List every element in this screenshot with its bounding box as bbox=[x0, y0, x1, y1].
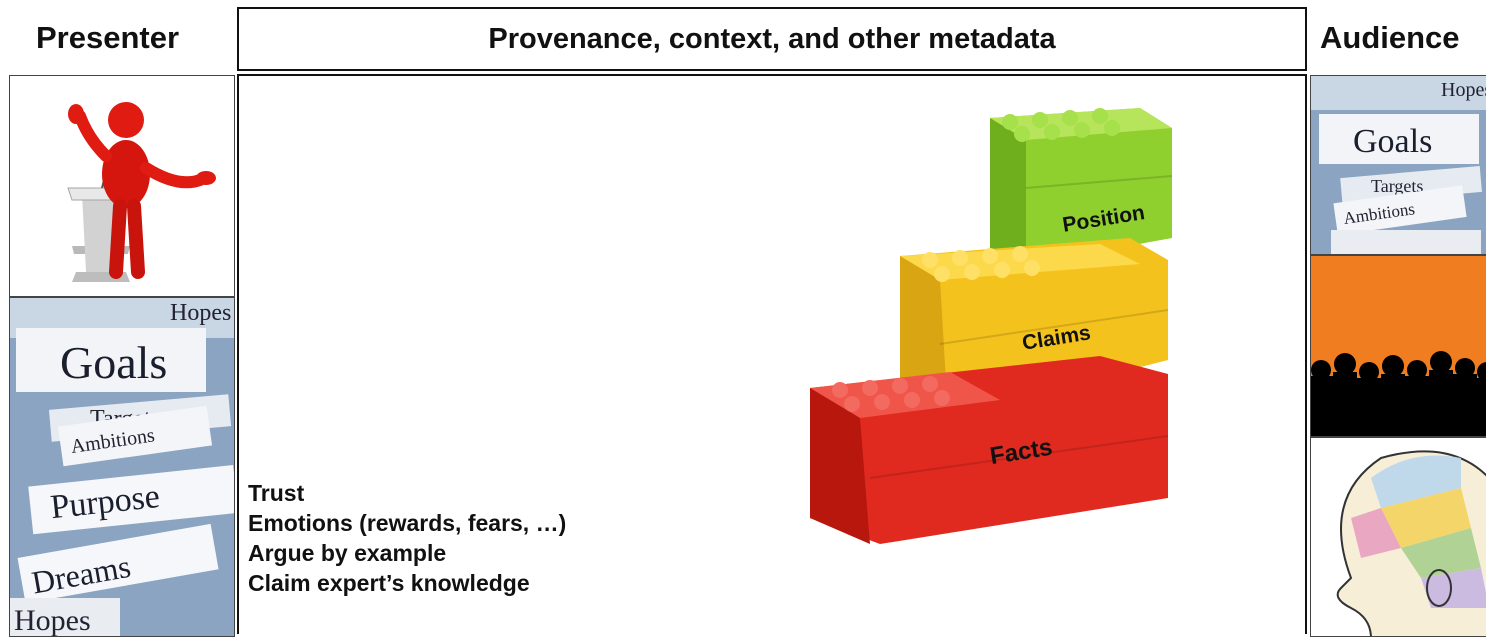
bullet-item: Argue by example bbox=[248, 540, 447, 566]
bullet-list: Trust Emotions (rewards, fears, …) Argue… bbox=[248, 478, 566, 598]
svg-text:Goals: Goals bbox=[1353, 123, 1432, 160]
svg-text:Hopes: Hopes bbox=[14, 604, 91, 637]
audience-head-image bbox=[1310, 437, 1486, 637]
svg-text:Hopes: Hopes bbox=[170, 300, 231, 326]
metadata-title-box: Provenance, context, and other metadata bbox=[237, 7, 1307, 71]
metadata-title: Provenance, context, and other metadata bbox=[488, 22, 1056, 55]
audience-crowd-image bbox=[1310, 255, 1486, 437]
audience-title: Audience bbox=[1320, 20, 1460, 55]
presenter-image bbox=[9, 75, 235, 297]
main-content-box bbox=[237, 74, 1307, 634]
bullet-item: Trust bbox=[248, 480, 305, 506]
svg-text:Targets: Targets bbox=[1371, 176, 1423, 196]
bullet-item: Claim expert’s knowledge bbox=[248, 570, 530, 596]
lego-stack-image: Position Claims Facts bbox=[810, 108, 1173, 544]
goals-collage-image: Hopes Goals Targets Ambitions Purpose Dr… bbox=[9, 297, 235, 637]
bullet-item: Emotions (rewards, fears, …) bbox=[248, 510, 567, 536]
audience-goals-image: Hopes Goals Targets Ambitions bbox=[1310, 75, 1486, 255]
svg-text:Goals: Goals bbox=[60, 337, 167, 388]
svg-text:Hopes: Hopes bbox=[1441, 79, 1486, 101]
presenter-title: Presenter bbox=[36, 20, 180, 55]
